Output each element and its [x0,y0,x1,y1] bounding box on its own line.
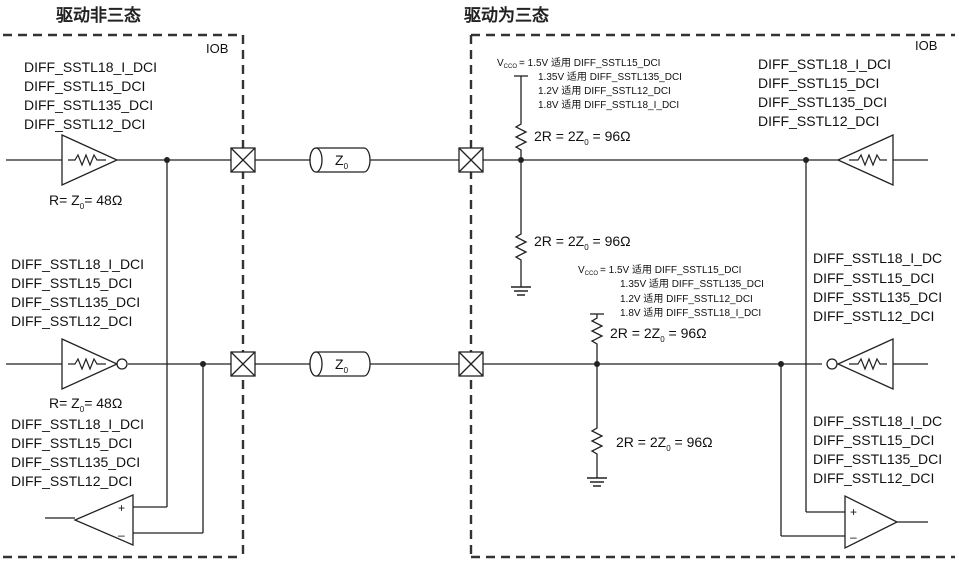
vcco-alt: 1.35V 适用 DIFF_SSTL135_DCI [620,278,764,290]
pad-xbox-right-p [458,147,484,173]
std-label: DIFF_SSTL15_DCI [24,78,145,94]
std-label: DIFF_SSTL135_DCI [11,294,140,310]
std-list-left-bottom: DIFF_SSTL18_I_DCI DIFF_SSTL15_DCI DIFF_S… [11,416,144,489]
std-label: DIFF_SSTL12_DCI [813,470,934,486]
receiver-opamp-right: + – [844,494,899,550]
iob-box-right [469,33,955,560]
driver-r-label-p: R= Z0= 48Ω [49,192,122,211]
std-label: DIFF_SSTL135_DCI [24,97,153,113]
pullup-resistor [591,313,603,349]
std-label: DIFF_SSTL15_DCI [758,75,879,91]
transmission-line-n: Z0 [309,351,371,377]
vcco-alt: 1.8V 适用 DIFF_SSTL18_I_DCI [538,99,679,111]
std-label: DIFF_SSTL15_DCI [11,435,132,451]
vcco-alt: 1.2V 适用 DIFF_SSTL12_DCI [620,293,753,305]
term-r-label: 2R = 2Z0 = 96Ω [610,325,707,344]
vcco-alt: 1.35V 适用 DIFF_SSTL135_DCI [538,71,682,83]
std-list-right-top: DIFF_SSTL18_I_DCI DIFF_SSTL15_DCI DIFF_S… [758,56,891,129]
iob-label-right: IOB [915,38,937,53]
opamp-minus: – [850,530,857,544]
term-r-label: 2R = 2Z0 = 96Ω [616,434,713,453]
std-label: DIFF_SSTL135_DCI [813,451,942,467]
title-right: 驱动为三态 [464,5,549,26]
opamp-minus: – [118,528,125,542]
opamp-plus: + [850,505,857,519]
wire-left-feedback [45,160,204,534]
iob-label-left: IOB [206,41,228,56]
std-label: DIFF_SSTL18_I_DCI [24,59,157,75]
vcco-label-n: VCCO= 1.5V 适用 DIFF_SSTL15_DCI [578,264,741,277]
std-label: DIFF_SSTL12_DCI [758,113,879,129]
std-label: DIFF_SSTL135_DCI [758,94,887,110]
std-label: DIFF_SSTL18_I_DCI [11,256,144,272]
std-label: DIFF_SSTL15_DCI [11,275,132,291]
junction-dot [200,361,206,367]
termination-network-n [586,313,608,487]
std-label: DIFF_SSTL18_I_DCI [11,416,144,432]
std-label: DIFF_SSTL18_I_DCI [758,56,891,72]
std-label: DIFF_SSTL135_DCI [813,289,942,305]
vcco-alt: 1.2V 适用 DIFF_SSTL12_DCI [538,85,671,97]
driver-buffer-p [61,134,118,186]
junction-dot [803,157,809,163]
ground-symbol [510,286,532,296]
driver-r-label-n: R= Z0= 48Ω [49,395,122,414]
vcco-alt: 1.8V 适用 DIFF_SSTL18_I_DCI [620,307,761,319]
tline-label: Z0 [335,356,349,375]
pad-xbox-right-n [458,351,484,377]
tline-label: Z0 [335,152,349,171]
termination-network-p [510,75,532,296]
junction-dot [164,157,170,163]
pulldown-resistor [591,423,603,459]
driver-buffer-n [61,338,128,390]
std-list-left-mid: DIFF_SSTL18_I_DCI DIFF_SSTL15_DCI DIFF_S… [11,256,144,329]
wire-right-feedback [780,160,928,537]
pad-xbox-left-p [230,147,256,173]
std-label: DIFF_SSTL135_DCI [11,454,140,470]
std-list-right-mid: DIFF_SSTL18_I_DC DIFF_SSTL15_DCI DIFF_SS… [813,250,942,324]
title-left: 驱动非三态 [56,5,141,26]
pulldown-resistor [515,229,527,265]
std-label: DIFF_SSTL12_DCI [11,473,132,489]
receiver-opamp-left: + – [73,494,134,546]
std-label: DIFF_SSTL15_DCI [813,270,934,286]
std-list-right-bottom: DIFF_SSTL18_I_DC DIFF_SSTL15_DCI DIFF_SS… [813,413,942,486]
pad-xbox-left-n [230,351,256,377]
iob-box-left [3,33,245,560]
pullup-resistor [515,119,527,155]
opamp-plus: + [118,501,125,515]
std-list-left-top: DIFF_SSTL18_I_DCI DIFF_SSTL15_DCI DIFF_S… [24,59,157,132]
std-label: DIFF_SSTL12_DCI [813,308,934,324]
right-driver-buffer-n [826,338,894,390]
right-driver-buffer-p [837,134,894,186]
transmission-line-p: Z0 [309,147,371,173]
std-label: DIFF_SSTL18_I_DC [813,413,942,429]
std-label: DIFF_SSTL12_DCI [24,116,145,132]
term-r-label: 2R = 2Z0 = 96Ω [534,233,631,252]
std-label: DIFF_SSTL15_DCI [813,432,934,448]
std-label: DIFF_SSTL12_DCI [11,313,132,329]
ground-symbol [586,477,608,487]
term-r-label: 2R = 2Z0 = 96Ω [534,128,631,147]
std-label: DIFF_SSTL18_I_DC [813,250,942,266]
vcco-label-p: VCCO= 1.5V 适用 DIFF_SSTL15_DCI [497,57,660,70]
junction-dot [778,361,784,367]
